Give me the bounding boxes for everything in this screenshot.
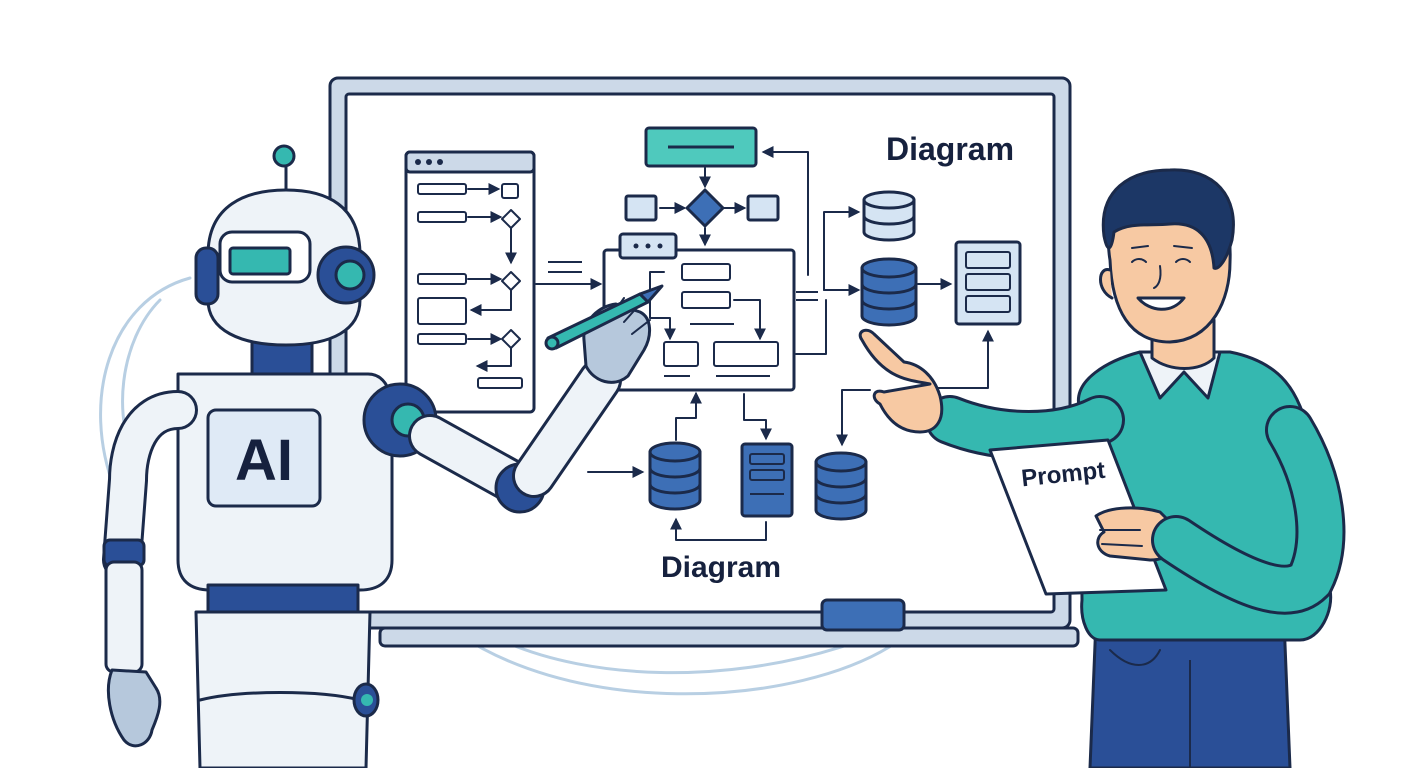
data-stores-bottom — [587, 391, 868, 541]
database-icon-top — [862, 190, 916, 242]
man-left-sleeve — [1154, 408, 1343, 612]
database-icon-bottom-left — [648, 441, 702, 511]
flowchart-center — [535, 126, 818, 392]
diagram-title-top: Diagram — [886, 131, 1014, 167]
server-icon-bottom — [740, 442, 794, 518]
data-stores-right — [795, 190, 1022, 447]
database-icon-bottom-right — [814, 451, 868, 521]
clipboard-icon: Prompt — [988, 438, 1179, 596]
window-panel — [404, 150, 536, 414]
robot-chest-label: AI — [235, 428, 293, 493]
database-icon-middle — [860, 257, 918, 327]
whiteboard-eraser — [820, 598, 906, 632]
diagram-title-bottom: Diagram — [661, 551, 781, 584]
server-icon-right — [954, 240, 1022, 326]
pen-icon — [544, 284, 664, 351]
whiteboard-tray — [378, 626, 1080, 648]
robot-figure: AI — [102, 144, 651, 768]
